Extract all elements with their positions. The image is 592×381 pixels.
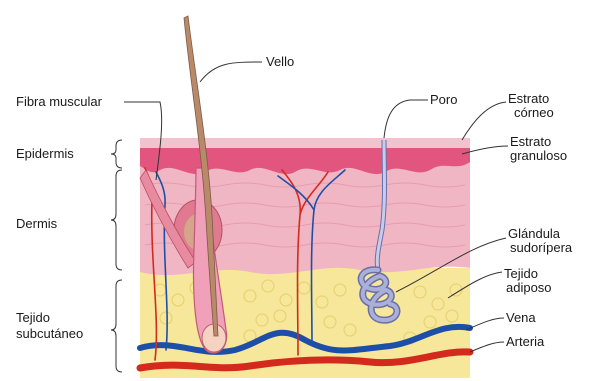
- label-tejido-subcutaneo-line1: Tejido: [16, 310, 50, 325]
- label-tejido-subcutaneo-line2: subcutáneo: [16, 326, 83, 341]
- label-tejido-subcutaneo: Tejido subcutáneo: [16, 310, 83, 341]
- label-estrato-granuloso-line2: granuloso: [510, 148, 567, 163]
- label-tejido-adiposo-line1: Tejido: [504, 266, 538, 281]
- label-vello: Vello: [266, 54, 294, 69]
- brace-epidermis: [111, 140, 122, 168]
- brace-dermis: [111, 170, 122, 270]
- label-fibra-muscular: Fibra muscular: [16, 94, 103, 109]
- label-estrato-granuloso-line1: Estrato: [510, 134, 551, 149]
- stratum-corneum-layer: [140, 138, 470, 148]
- label-dermis: Dermis: [16, 216, 58, 231]
- layer-braces: [111, 140, 122, 372]
- label-glandula-line2: sudorípera: [510, 240, 573, 255]
- leader-poro: [384, 100, 428, 138]
- brace-subcutaneous: [111, 280, 122, 372]
- leader-arteria: [470, 342, 504, 352]
- label-epidermis: Epidermis: [16, 146, 74, 161]
- label-arteria: Arteria: [506, 334, 545, 349]
- label-vena: Vena: [506, 310, 536, 325]
- label-glandula-sudoripara: Glándula sudorípera: [508, 226, 573, 255]
- label-estrato-corneo: Estrato córneo: [508, 91, 554, 120]
- label-glandula-line1: Glándula: [508, 226, 561, 241]
- label-tejido-adiposo-line2: adiposo: [506, 280, 552, 295]
- label-tejido-adiposo: Tejido adiposo: [504, 266, 552, 295]
- label-estrato-granuloso: Estrato granuloso: [510, 134, 567, 163]
- leader-vello: [200, 62, 262, 82]
- label-estrato-corneo-line2: córneo: [514, 105, 554, 120]
- label-poro: Poro: [430, 92, 457, 107]
- leader-estrato-corneo: [462, 102, 506, 140]
- label-estrato-corneo-line1: Estrato: [508, 91, 549, 106]
